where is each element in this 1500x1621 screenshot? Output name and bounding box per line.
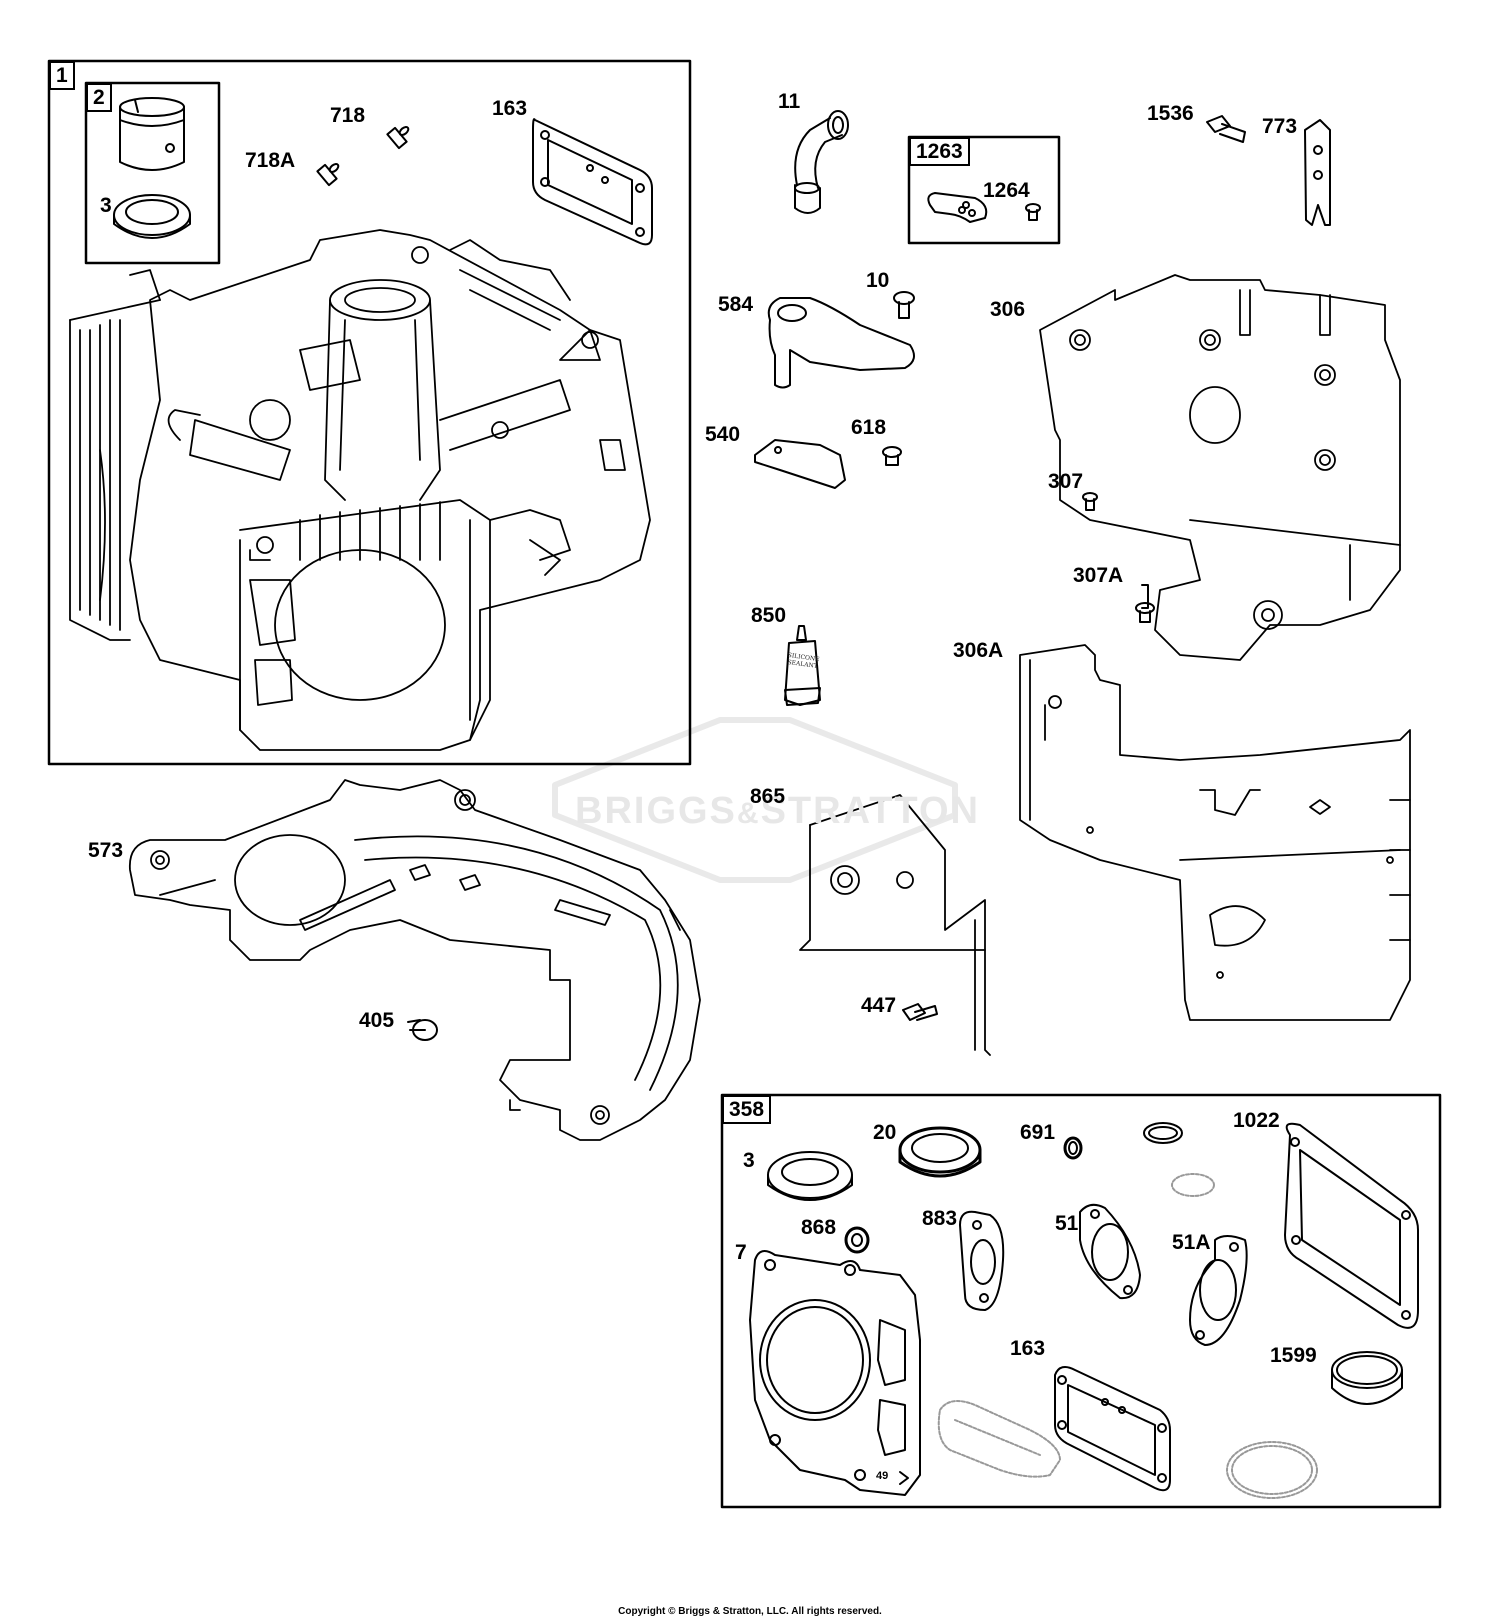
box-1263-frame: [907, 135, 1061, 245]
part-label-718a[interactable]: 718A: [245, 149, 296, 172]
screw-307-part: [1082, 492, 1098, 511]
screw-447-part: [902, 1003, 938, 1021]
gasket-1022-part: [1284, 1122, 1419, 1329]
shroud-306a-part: [1019, 644, 1411, 1021]
part-label-718[interactable]: 718: [330, 104, 366, 127]
screw-405-part: [407, 1019, 438, 1041]
gasket-883-part: [959, 1210, 1005, 1311]
part-label-306[interactable]: 306: [990, 298, 1026, 321]
part-label-618[interactable]: 618: [851, 416, 887, 439]
box-label-2[interactable]: 2: [86, 83, 112, 112]
seal-868-part: [844, 1226, 870, 1254]
part-label-163-kit[interactable]: 163: [1010, 1337, 1046, 1360]
watermark-text: BRIGGS&STRATTON: [575, 790, 980, 833]
head-gasket-7-part: [749, 1250, 921, 1496]
part-label-850[interactable]: 850: [751, 604, 787, 627]
watermark-brand-amp: &: [736, 797, 761, 830]
part-label-691[interactable]: 691: [1020, 1121, 1056, 1144]
gasket-stamp: 49: [876, 1470, 889, 1482]
plate-1264-part: [927, 192, 988, 223]
bracket-584-part: [767, 297, 915, 389]
gasket-163-top: [532, 118, 653, 246]
ring-1599-part: [1331, 1351, 1403, 1405]
part-label-3-kit[interactable]: 3: [743, 1149, 755, 1172]
seal-691-part: [1063, 1136, 1083, 1160]
box-358-frame: [720, 1093, 1442, 1509]
part-label-307a[interactable]: 307A: [1073, 564, 1124, 587]
seal-20-part: [898, 1126, 982, 1178]
part-label-51a[interactable]: 51A: [1172, 1231, 1211, 1254]
baffle-865-part: [799, 794, 991, 1056]
box-1-frame: [47, 59, 692, 766]
box-2-frame: [84, 81, 221, 265]
part-label-883[interactable]: 883: [922, 1207, 958, 1230]
pin-718: [386, 126, 410, 150]
pin-718a: [316, 163, 340, 187]
gasket-dashed-part: [937, 1400, 1061, 1478]
oring-part: [1143, 1122, 1215, 1197]
screw-307a-part: [1135, 584, 1155, 623]
watermark-brand-right: STRATTON: [760, 790, 980, 832]
part-label-865[interactable]: 865: [750, 785, 786, 808]
screw-1536-part: [1206, 115, 1246, 143]
part-label-306a[interactable]: 306A: [953, 639, 1004, 662]
part-label-163-top[interactable]: 163: [492, 97, 528, 120]
backplate-573-part: [128, 779, 701, 1141]
box-label-358[interactable]: 358: [722, 1095, 772, 1124]
part-label-11[interactable]: 11: [778, 90, 801, 113]
gasket-51-part: [1079, 1203, 1141, 1300]
part-label-573[interactable]: 573: [88, 839, 124, 862]
crankcase-part: [69, 229, 651, 751]
screw-1264-part: [1025, 203, 1041, 221]
plate-540-part: [754, 439, 846, 489]
part-label-1264[interactable]: 1264: [983, 179, 1030, 202]
copyright-text: Copyright © Briggs & Stratton, LLC. All …: [618, 1606, 882, 1617]
part-label-307[interactable]: 307: [1048, 470, 1084, 493]
part-label-584[interactable]: 584: [718, 293, 754, 316]
part-label-405[interactable]: 405: [359, 1009, 395, 1032]
part-label-447[interactable]: 447: [861, 994, 897, 1017]
part-label-7[interactable]: 7: [735, 1241, 747, 1264]
gasket-163-kit: [1054, 1365, 1171, 1492]
ring-dashed-part: [1226, 1441, 1318, 1499]
part-label-10[interactable]: 10: [866, 269, 890, 292]
part-label-1536[interactable]: 1536: [1147, 102, 1194, 125]
part-label-3-box2[interactable]: 3: [100, 194, 112, 217]
seal-part-b: [767, 1151, 853, 1201]
breather-tube-part: [794, 110, 849, 214]
gasket-51a-part: [1189, 1235, 1248, 1346]
part-label-773[interactable]: 773: [1262, 115, 1298, 138]
box-label-1263[interactable]: 1263: [909, 137, 970, 166]
screw-618-part: [882, 446, 902, 466]
box-label-1[interactable]: 1: [49, 61, 75, 90]
sealant-tube-850-part: [784, 625, 821, 706]
screw-10-part: [893, 291, 915, 319]
watermark-outline: [552, 717, 958, 883]
part-label-1022[interactable]: 1022: [1233, 1109, 1280, 1132]
part-label-868[interactable]: 868: [801, 1216, 837, 1239]
part-label-51[interactable]: 51: [1055, 1212, 1079, 1235]
part-label-20[interactable]: 20: [873, 1121, 897, 1144]
seal-part-a: [113, 194, 191, 239]
bushing-part: [119, 97, 185, 171]
part-label-1599[interactable]: 1599: [1270, 1344, 1317, 1367]
watermark-brand-left: BRIGGS: [575, 790, 737, 832]
part-label-540[interactable]: 540: [705, 423, 741, 446]
shroud-306-part: [1039, 274, 1401, 661]
bracket-773-part: [1304, 119, 1331, 226]
